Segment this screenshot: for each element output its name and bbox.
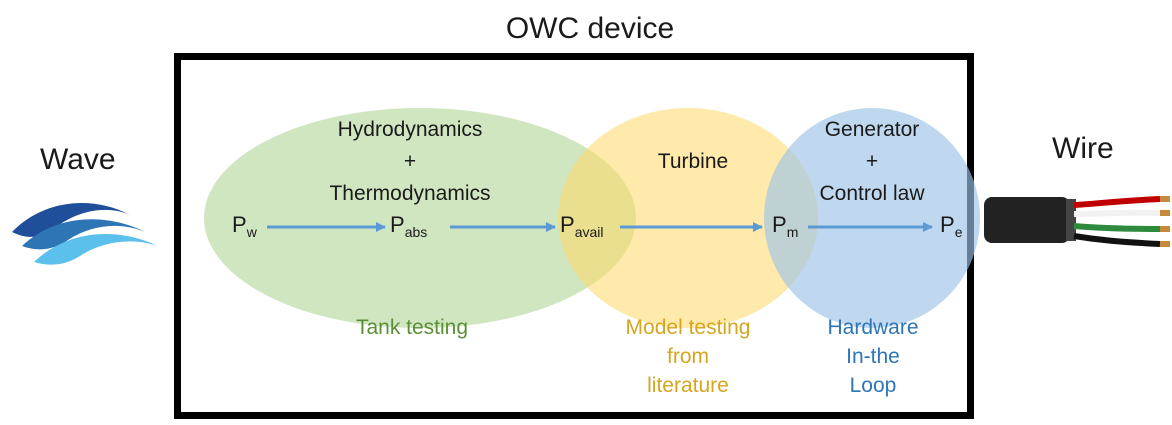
caption-hardware-in-the-loop: Hardware In-the Loop bbox=[827, 316, 919, 397]
power-pe: Pe bbox=[940, 212, 963, 240]
diagram-title: OWC device bbox=[505, 12, 675, 45]
wire-label: Wire bbox=[1052, 132, 1114, 165]
caption-model-testing: Model testing from literature bbox=[625, 316, 751, 397]
power-pw: Pw bbox=[232, 212, 257, 240]
power-pabs: Pabs bbox=[390, 212, 428, 240]
turbine-ellipse bbox=[558, 108, 818, 328]
wave-label: Wave bbox=[40, 143, 116, 176]
power-pm: Pm bbox=[772, 212, 799, 240]
caption-tank-testing: Tank testing bbox=[355, 316, 469, 339]
hydro-ellipse bbox=[204, 108, 636, 328]
generator-stage-label: Generator + Control law bbox=[819, 118, 925, 205]
power-pavail: Pavail bbox=[560, 212, 604, 240]
generator-ellipse bbox=[764, 108, 980, 328]
hydro-stage-label: Hydrodynamics + Thermodynamics bbox=[329, 118, 491, 205]
turbine-stage-label: Turbine bbox=[657, 150, 729, 173]
